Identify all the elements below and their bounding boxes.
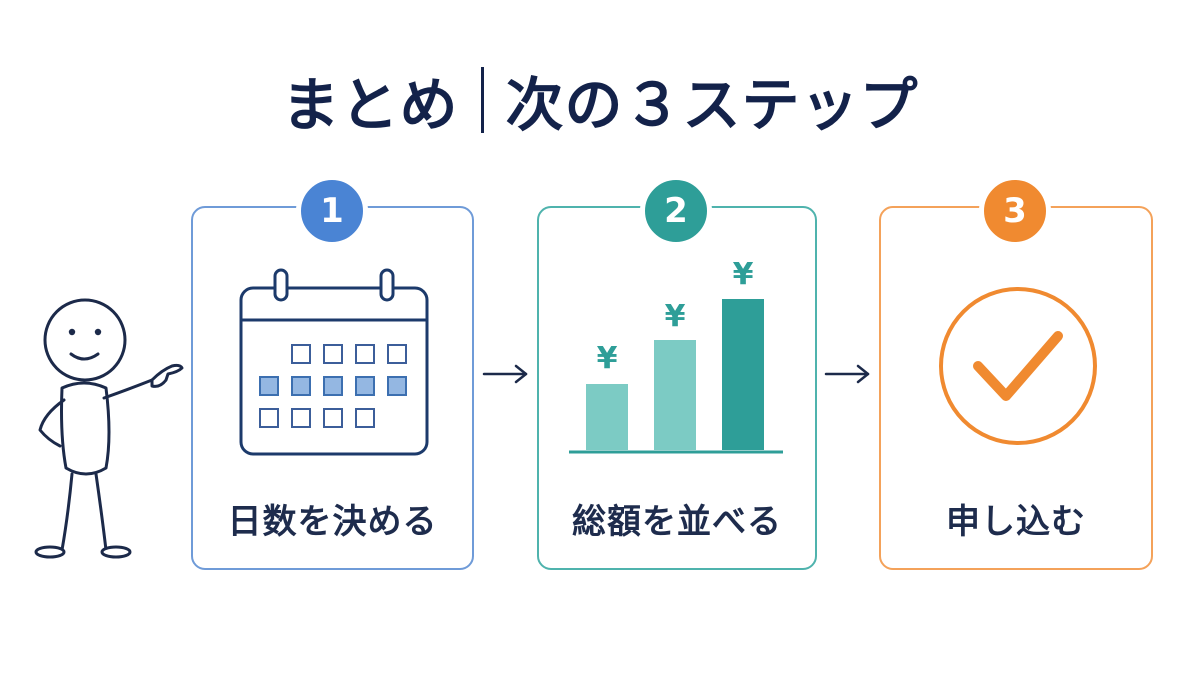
check-circle-icon	[939, 287, 1097, 445]
yen-label: ¥	[733, 257, 754, 292]
step-3-badge: 3	[979, 175, 1051, 247]
yen-label: ¥	[665, 299, 686, 334]
yen-label: ¥	[597, 341, 618, 376]
pointing-person-illustration	[34, 298, 184, 559]
step-card-3: 申し込む	[879, 206, 1153, 570]
step-3-label: 申し込む	[946, 502, 1086, 542]
title-divider	[480, 67, 484, 133]
calendar-icon	[239, 268, 429, 456]
step-card-1: 日数を決める	[191, 206, 474, 570]
arrow-right-icon	[482, 364, 528, 384]
step-2-label: 総額を並べる	[572, 502, 782, 542]
step-card-2: ¥ ¥ ¥ 総額を並べる	[537, 206, 817, 570]
step-2-badge: 2	[640, 175, 712, 247]
bar-chart-yen-icon: ¥ ¥ ¥	[569, 257, 783, 454]
title-summary: まとめ	[281, 71, 459, 139]
title-next-steps: 次の３ステップ	[505, 71, 919, 139]
page-title: まとめ 次の３ステップ	[0, 58, 1200, 142]
step-1-label: 日数を決める	[227, 502, 438, 542]
step-1-badge: 1	[296, 175, 368, 247]
arrow-right-icon	[824, 364, 870, 384]
